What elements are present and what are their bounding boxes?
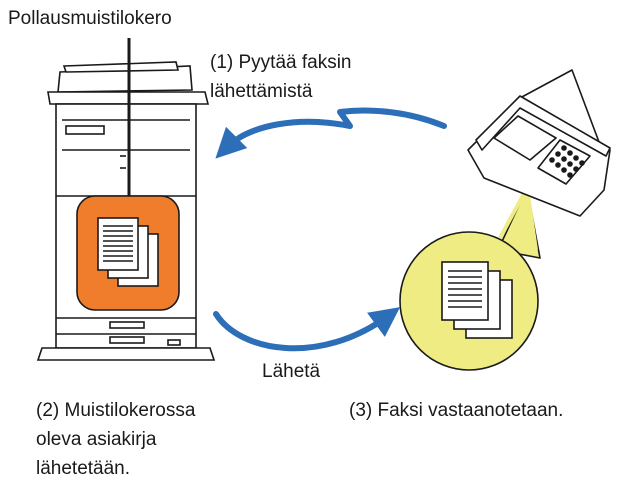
document-stack-icon — [97, 217, 159, 287]
stored-document-label: (2) Muistilokerossa oleva asiakirja lähe… — [36, 396, 195, 483]
polling-tray-label: Pollausmuistilokero — [8, 8, 172, 29]
send-label: Lähetä — [262, 361, 321, 382]
stored-label-line1: (2) Muistilokerossa — [36, 400, 196, 421]
request-label-line1: (1) Pyytää faksin — [210, 52, 352, 73]
stored-label-line2: oleva asiakirja — [36, 429, 157, 450]
request-arrow — [215, 107, 447, 159]
request-label-line2: lähettämistä — [210, 81, 313, 102]
send-arrow — [213, 307, 401, 352]
stored-label-line3: lähetetään. — [36, 458, 131, 479]
request-label: (1) Pyytää faksin lähettämistä — [210, 48, 352, 106]
fax-machine-icon — [467, 69, 611, 217]
received-label: (3) Faksi vastaanotetaan. — [349, 400, 564, 421]
document-stack-icon — [441, 261, 513, 339]
